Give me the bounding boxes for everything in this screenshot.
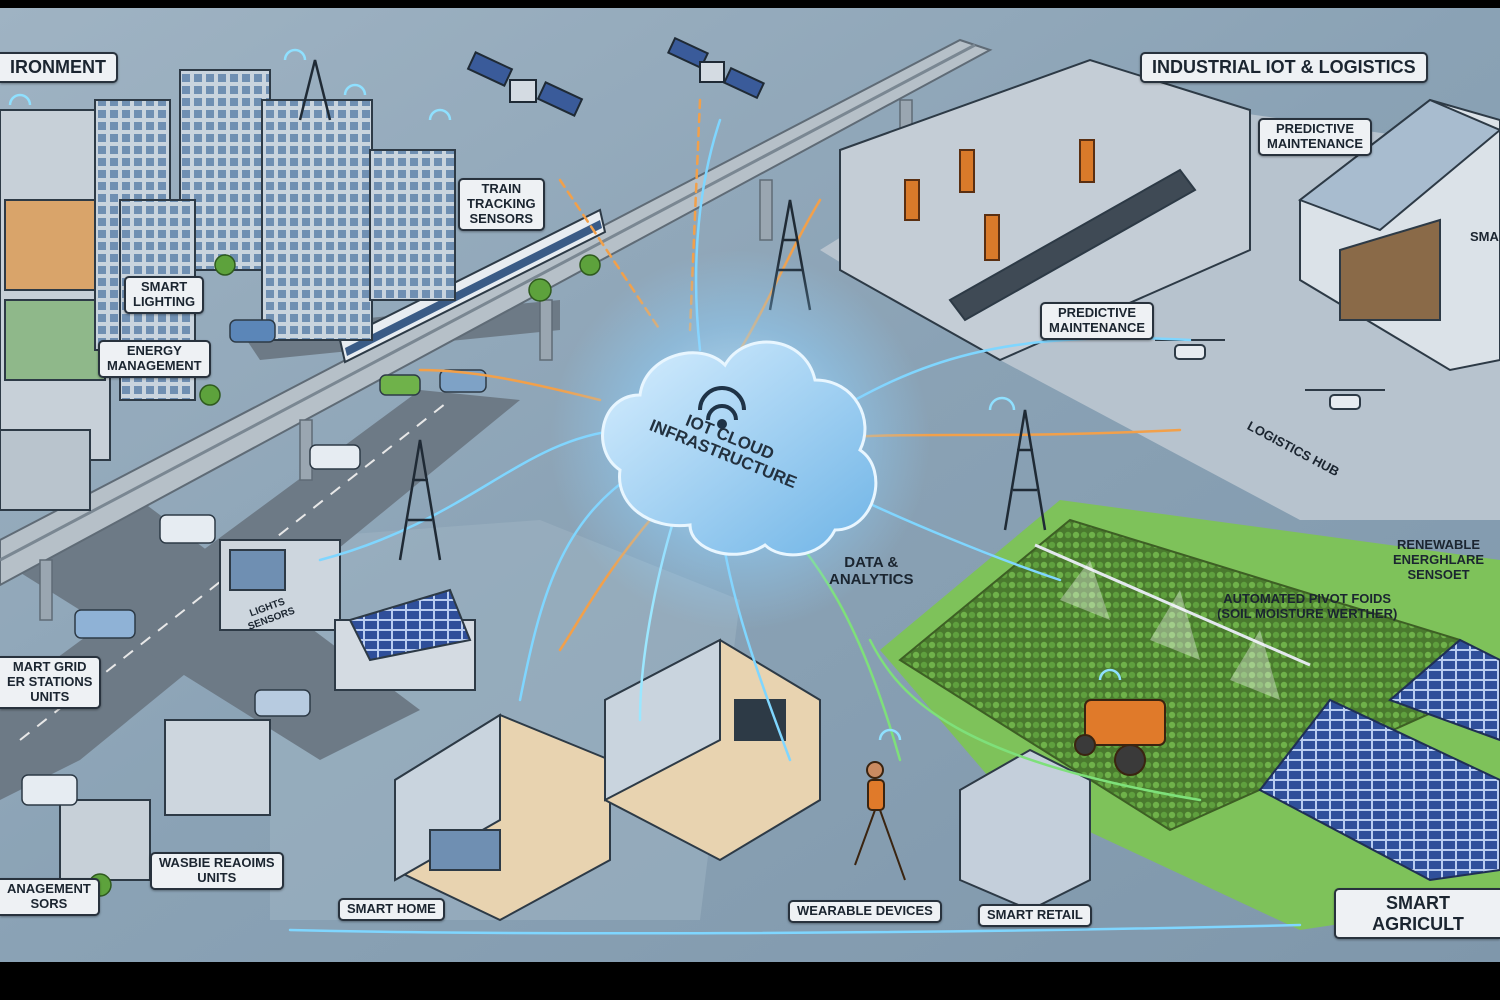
label-data-analytics: DATA & ANALYTICS <box>829 554 914 589</box>
tractor-icon <box>1074 699 1166 776</box>
label-management-sensors: ANAGEMENT SORS <box>0 878 100 916</box>
label-industrial-iot: INDUSTRIAL IoT & LOGISTICS <box>1140 52 1428 83</box>
runner-figure <box>854 761 906 881</box>
pivot-irrigation <box>1034 543 1311 700</box>
label-predictive-maintenance-mid: PREDICTIVE MAINTENANCE <box>1040 302 1155 340</box>
elevated-rail <box>0 38 993 587</box>
warehouse <box>1297 98 1500 372</box>
label-wearable-devices: WEARABLE DEVICES <box>788 900 942 923</box>
factory <box>839 58 1251 362</box>
label-train-tracking: TRAIN TRACKING SENSORS <box>458 178 545 231</box>
label-smart-agriculture: SMART AGRICULT <box>1334 888 1500 940</box>
iot-cloud-icon <box>601 340 878 557</box>
label-smart-lighting: SMART LIGHTING <box>124 276 205 314</box>
label-waste-units: WASBIE REAOIMS UNITS <box>150 852 284 890</box>
label-smart-grid: MART GRID ER STATIONS UNITS <box>0 656 102 709</box>
lower-buildings <box>59 539 476 881</box>
label-energy-management: ENERGY MANAGEMENT <box>98 340 211 378</box>
label-smart-home: SMART HOME <box>338 898 445 921</box>
trees <box>88 254 601 897</box>
smart-retail-room <box>959 748 1091 912</box>
label-environment: IRONMENT <box>0 52 118 83</box>
cars <box>21 319 487 806</box>
satellite-icon <box>466 36 766 117</box>
label-renewable-energy: RENEWABLE ENERGHLARE SENSOET <box>1393 537 1485 582</box>
cell-tower-icon <box>298 59 1047 561</box>
train-icon <box>338 208 607 364</box>
wifi-icon <box>8 48 1122 741</box>
robot-arm-icon <box>904 139 1095 261</box>
cloud-wifi-icon <box>698 386 746 429</box>
solar-panel-icon <box>1258 638 1500 882</box>
label-automated-pivot: AUTOMATED PIVOT FOIDS (SOIL MOISTURE WER… <box>1217 591 1398 621</box>
label-predictive-maintenance-top: PREDICTIVE MAINTENANCE <box>1258 118 1373 156</box>
cross-road <box>0 500 420 760</box>
label-sma: SMA <box>1470 229 1499 244</box>
label-smart-retail: SMART RETAIL <box>978 904 1092 927</box>
